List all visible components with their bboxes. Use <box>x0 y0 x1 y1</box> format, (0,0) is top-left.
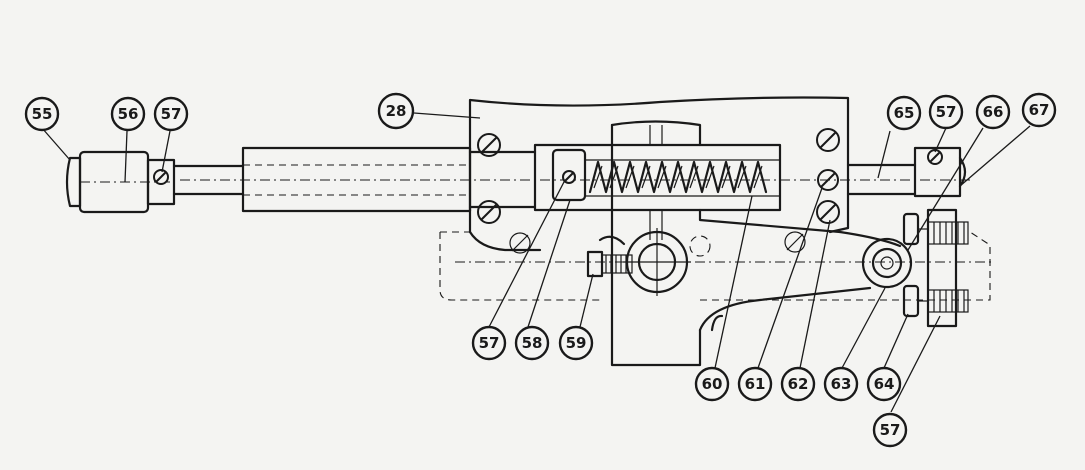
callout-55: 55 <box>24 96 60 132</box>
callout-28: 28 <box>377 92 415 130</box>
lever-63 <box>838 230 913 289</box>
callout-60: 60 <box>694 366 730 402</box>
callout-67: 67 <box>1021 92 1057 128</box>
callout-58: 58 <box>514 325 550 361</box>
callout-56: 56 <box>110 96 146 132</box>
housing-outline <box>439 231 995 301</box>
knob-55-56 <box>65 150 176 214</box>
callout-57: 57 <box>928 94 964 130</box>
svg-text:59: 59 <box>566 334 587 352</box>
callout-65: 65 <box>886 95 922 131</box>
screw-icon <box>816 200 840 224</box>
callout-57: 57 <box>153 96 189 132</box>
svg-text:63: 63 <box>831 375 852 393</box>
svg-text:57: 57 <box>161 105 182 123</box>
set-screw-icon <box>927 149 943 165</box>
svg-text:65: 65 <box>894 104 915 122</box>
svg-text:57: 57 <box>479 334 500 352</box>
screw-icon <box>477 133 501 157</box>
set-screw-icon <box>153 169 169 185</box>
spring-assembly <box>533 143 782 212</box>
callout-63: 63 <box>823 366 859 402</box>
callout-62: 62 <box>780 366 816 402</box>
svg-text:56: 56 <box>118 105 139 123</box>
svg-text:60: 60 <box>702 375 723 393</box>
svg-text:66: 66 <box>983 103 1004 121</box>
svg-text:61: 61 <box>745 375 766 393</box>
set-screw-icon <box>562 170 576 184</box>
clamp-block <box>598 120 872 367</box>
end-block <box>902 146 969 328</box>
svg-text:55: 55 <box>32 105 53 123</box>
svg-text:67: 67 <box>1029 101 1050 119</box>
leader-lines <box>41 112 1031 413</box>
screw-icon <box>477 200 501 224</box>
svg-text:57: 57 <box>880 421 901 439</box>
svg-text:28: 28 <box>386 102 407 120</box>
screw-icon <box>816 128 840 152</box>
callout-66: 66 <box>975 94 1011 130</box>
svg-text:62: 62 <box>788 375 809 393</box>
callout-61: 61 <box>737 366 773 402</box>
svg-text:57: 57 <box>936 103 957 121</box>
callout-57: 57 <box>872 412 908 448</box>
callout-64: 64 <box>866 366 902 402</box>
svg-text:64: 64 <box>874 375 895 393</box>
callout-57: 57 <box>471 325 507 361</box>
screw-59 <box>586 250 633 278</box>
svg-text:58: 58 <box>522 334 543 352</box>
callout-59: 59 <box>558 325 594 361</box>
